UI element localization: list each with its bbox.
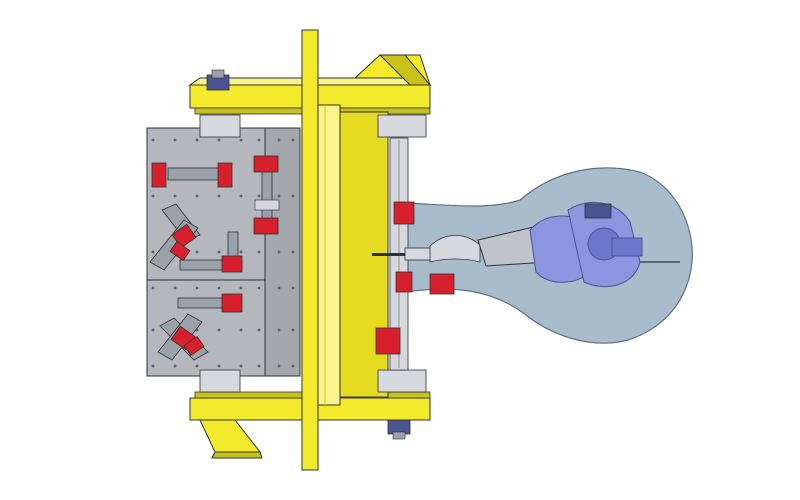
- bolt-hole: [217, 194, 221, 198]
- bolt-hole: [277, 250, 281, 254]
- bolt-hole: [217, 138, 221, 142]
- bolt-hole: [217, 364, 221, 368]
- bolt-hole: [277, 364, 281, 368]
- bolt-hole: [239, 250, 243, 254]
- bolt-hole: [195, 138, 199, 142]
- clamp-top-right-2[interactable]: [253, 217, 279, 235]
- clamp-rail-mid-1[interactable]: [395, 271, 413, 293]
- bolt-hole: [239, 364, 243, 368]
- bolt-hole: [257, 194, 261, 198]
- clamp-top-left-1[interactable]: [151, 162, 167, 188]
- bolt-hole: [239, 138, 243, 142]
- bolt-hole: [151, 138, 155, 142]
- bolt-hole: [151, 250, 155, 254]
- welding-torch: [372, 234, 481, 263]
- bolt-hole: [277, 328, 281, 332]
- bolt-hole: [277, 138, 281, 142]
- bolt-hole: [291, 138, 295, 142]
- clamp-low-diag-2[interactable]: [183, 335, 205, 357]
- bolt-hole: [151, 364, 155, 368]
- bolt-hole: [257, 286, 261, 290]
- bolt-hole: [217, 286, 221, 290]
- bolt-hole: [173, 364, 177, 368]
- bolt-hole: [173, 194, 177, 198]
- bolt-hole: [239, 328, 243, 332]
- clamp-top-right-1[interactable]: [253, 155, 279, 173]
- bolt-hole: [291, 194, 295, 198]
- bolt-hole: [195, 250, 199, 254]
- bolt-hole: [239, 194, 243, 198]
- clamp-rail-upper[interactable]: [393, 201, 415, 225]
- top-left-bracket: [199, 69, 241, 138]
- plate-bolt-holes: [151, 138, 295, 368]
- bolt-hole: [239, 286, 243, 290]
- bolt-hole: [195, 364, 199, 368]
- clamp-low-center[interactable]: [221, 293, 243, 313]
- bolt-hole: [151, 328, 155, 332]
- bolt-hole: [217, 328, 221, 332]
- bolt-hole: [257, 328, 261, 332]
- bolt-hole: [173, 138, 177, 142]
- bolt-hole: [195, 194, 199, 198]
- bolt-hole: [291, 286, 295, 290]
- bolt-hole: [217, 250, 221, 254]
- clamp-mid-center[interactable]: [221, 255, 243, 273]
- bolt-hole: [257, 364, 261, 368]
- bolt-hole: [291, 364, 295, 368]
- bolt-hole: [277, 286, 281, 290]
- bolt-hole: [257, 250, 261, 254]
- bolt-hole: [151, 194, 155, 198]
- bolt-hole: [173, 286, 177, 290]
- clamp-rail-lower[interactable]: [375, 327, 401, 355]
- bolt-hole: [291, 250, 295, 254]
- robot-arm: [477, 201, 680, 288]
- clamps-group: [151, 155, 455, 357]
- bottom-left-bracket: [199, 369, 241, 393]
- clamp-rail-mid-2[interactable]: [429, 273, 455, 295]
- top-right-bracket: [377, 114, 427, 138]
- bolt-hole: [151, 286, 155, 290]
- clamp-mid-diag-2[interactable]: [169, 240, 191, 262]
- bolt-hole: [291, 328, 295, 332]
- bolt-hole: [257, 138, 261, 142]
- bolt-hole: [195, 286, 199, 290]
- bolt-hole: [277, 194, 281, 198]
- clamp-top-left-2[interactable]: [217, 162, 233, 188]
- bottom-right-bracket: [377, 369, 427, 440]
